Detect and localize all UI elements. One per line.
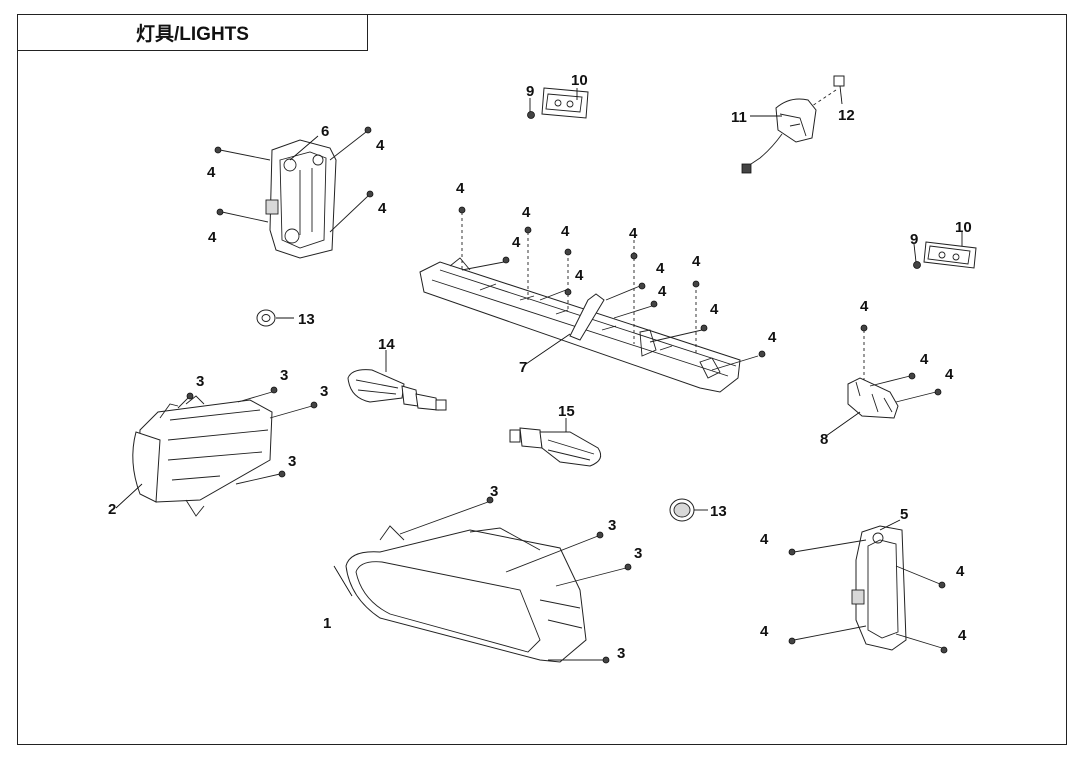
callout-4: 4 (208, 229, 217, 246)
callout-4: 4 (860, 298, 869, 315)
part-1-headlight (345, 525, 587, 663)
callout-9: 9 (910, 231, 918, 248)
part-13-grommet-left (256, 309, 276, 327)
part-9-nut-top (527, 111, 535, 119)
callout-4: 4 (561, 223, 570, 240)
callout-11: 11 (731, 109, 747, 126)
callout-3: 3 (490, 483, 498, 500)
callout-14: 14 (378, 336, 395, 353)
screws-part-1 (399, 496, 632, 664)
part-7-rail (419, 257, 741, 393)
callout-10: 10 (571, 72, 588, 89)
callout-3: 3 (608, 517, 616, 534)
callout-3: 3 (320, 383, 328, 400)
callout-8: 8 (820, 431, 828, 448)
callout-4: 4 (512, 234, 521, 251)
callout-13: 13 (298, 311, 315, 328)
callout-4: 4 (378, 200, 387, 217)
part-8-bracket (847, 324, 942, 419)
callout-4: 4 (658, 283, 667, 300)
part-15-turn-signal (509, 427, 602, 467)
part-10-plate-right (923, 241, 977, 269)
part-14-turn-signal (347, 369, 447, 411)
part-6-bracket (265, 139, 337, 259)
callout-4: 4 (629, 225, 638, 242)
callout-3: 3 (196, 373, 204, 390)
callout-13: 13 (710, 503, 727, 520)
callout-4: 4 (207, 164, 216, 181)
drawing-frame (17, 14, 1067, 745)
callout-6: 6 (321, 123, 329, 140)
callout-3: 3 (634, 545, 642, 562)
screws-part-5 (788, 539, 948, 654)
callout-4: 4 (575, 267, 584, 284)
callout-7: 7 (519, 359, 527, 376)
callout-12: 12 (838, 107, 855, 124)
callout-4: 4 (956, 563, 965, 580)
part-2-lamp-left (132, 395, 273, 517)
callout-2: 2 (108, 501, 116, 518)
callout-4: 4 (760, 531, 769, 548)
callout-4: 4 (656, 260, 665, 277)
part-10-plate-top (541, 87, 589, 119)
screws-part-6 (214, 126, 374, 233)
callout-3: 3 (617, 645, 625, 662)
part-12-bolt (811, 75, 845, 107)
part-13-grommet-center (669, 498, 695, 522)
callout-4: 4 (456, 180, 465, 197)
rail-fasteners (458, 206, 766, 371)
callout-4: 4 (376, 137, 385, 154)
callout-9: 9 (526, 83, 534, 100)
part-5-bracket (851, 525, 907, 651)
callout-3: 3 (280, 367, 288, 384)
callout-4: 4 (945, 366, 954, 383)
part-11-sensor (741, 98, 817, 174)
callout-4: 4 (760, 623, 769, 640)
leader-lines (115, 85, 963, 597)
callout-labels: 1 2 3 3 3 3 3 3 3 3 4 4 4 4 4 4 4 4 4 4 … (108, 72, 972, 662)
page-title: 灯具/LIGHTS (136, 24, 249, 45)
callout-5: 5 (900, 506, 908, 523)
callout-4: 4 (710, 301, 719, 318)
callout-4: 4 (958, 627, 967, 644)
screws-part-2 (177, 386, 318, 485)
callout-1: 1 (323, 615, 331, 632)
callout-10: 10 (955, 219, 972, 236)
callout-15: 15 (558, 403, 575, 420)
title-box: 灯具/LIGHTS (17, 14, 368, 51)
part-9-nut-right (913, 261, 921, 269)
callout-4: 4 (920, 351, 929, 368)
callout-4: 4 (522, 204, 531, 221)
callout-4: 4 (768, 329, 777, 346)
callout-3: 3 (288, 453, 296, 470)
callout-4: 4 (692, 253, 701, 270)
